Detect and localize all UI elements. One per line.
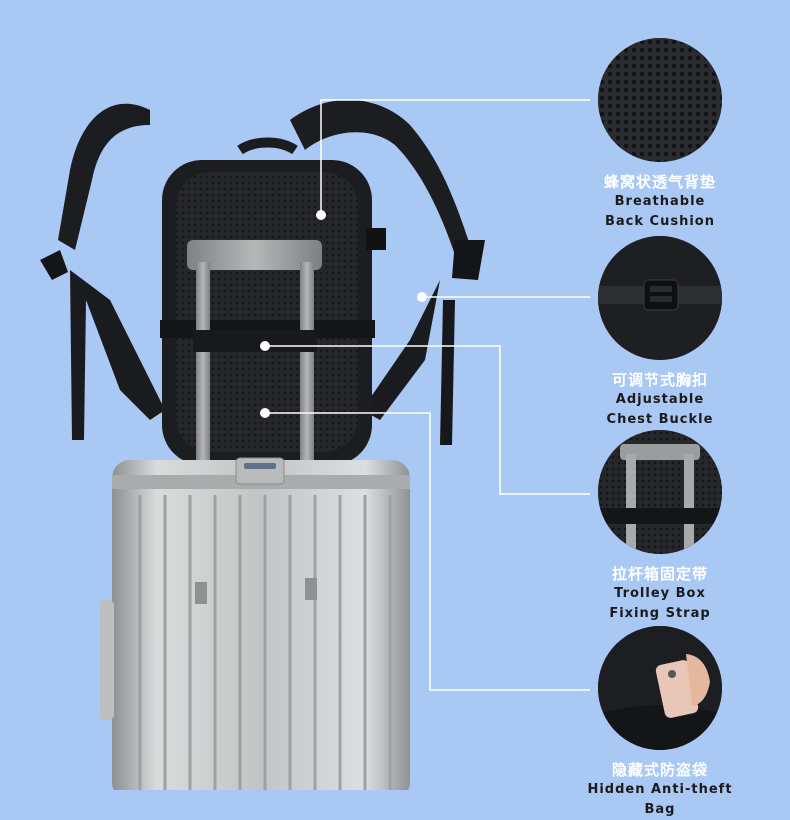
feature-title-zh: 隐藏式防盗袋 (611, 761, 708, 779)
feature-title-zh: 拉杆箱固定带 (611, 565, 708, 583)
backpack-on-suitcase-photo (40, 99, 590, 790)
callout-dots (260, 210, 427, 418)
mesh-texture-icon (598, 38, 722, 162)
callout-lines (265, 99, 590, 691)
chest-buckle-icon (598, 236, 722, 360)
feature-trolley: 拉杆箱固定带 Trolley Box Fixing Strap (575, 430, 745, 624)
trolley-handle (187, 240, 322, 462)
feature-title-en-line2: Back Cushion (605, 214, 715, 229)
feature-title-en-line1: Adjustable (615, 392, 705, 407)
feature-buckle: 可调节式胸扣 Adjustable Chest Buckle (575, 236, 745, 430)
backpack-body (160, 137, 386, 465)
feature-title-zh: 蜂窝状透气背垫 (603, 173, 716, 191)
suitcase (100, 457, 410, 790)
hidden-pocket-icon (598, 626, 722, 750)
feature-breathable: 蜂窝状透气背垫 Breathable Back Cushion (575, 38, 745, 232)
feature-pocket: 隐藏式防盗袋 Hidden Anti-theft Bag (575, 626, 745, 820)
feature-title-en-line1: Hidden Anti-theft Bag (587, 782, 733, 817)
feature-title-en-line1: Breathable (614, 194, 706, 209)
shoulder-straps (40, 99, 485, 445)
feature-title-en-line2: Chest Buckle (606, 412, 714, 427)
trolley-strap-icon (598, 430, 722, 554)
feature-title-zh: 可调节式胸扣 (611, 371, 708, 389)
feature-title-en-line1: Trolley Box (614, 586, 706, 601)
product-feature-graphic: 蜂窝状透气背垫 Breathable Back Cushion 可调节式胸扣 A… (40, 38, 745, 817)
feature-title-en-line2: Fixing Strap (609, 606, 711, 621)
